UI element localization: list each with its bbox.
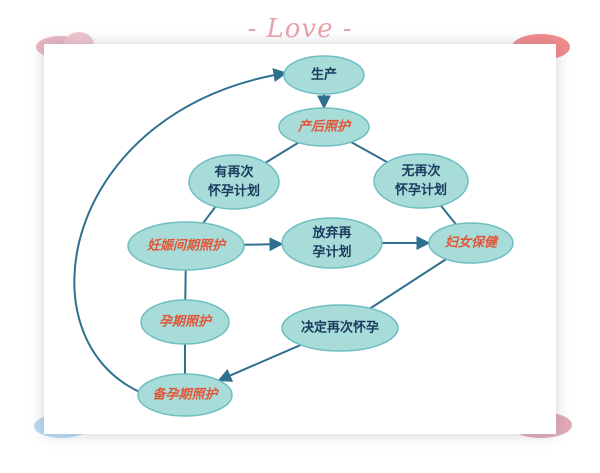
node-label-give_up: 放弃再 孕计划 xyxy=(312,226,352,260)
node-label-plan_again: 有再次 怀孕计划 xyxy=(207,165,261,199)
node-label-women_health: 妇女保健 xyxy=(444,235,498,251)
node-women_health xyxy=(428,222,514,264)
edge-interpregnancy-to-give_up xyxy=(243,237,284,252)
node-label-pregnancy_care: 孕期照护 xyxy=(158,314,212,330)
node-label-decide_again: 决定再次怀孕 xyxy=(300,320,380,336)
node-production xyxy=(283,55,365,95)
node-interpregnancy xyxy=(127,221,245,271)
node-plan_again xyxy=(188,154,280,210)
edge-postpartum-to-no_plan xyxy=(350,141,388,164)
node-pregnancy_care xyxy=(140,299,230,345)
edge-decide_again-to-preconception xyxy=(217,344,302,382)
edge-preconception-to-production xyxy=(73,68,288,394)
edge-no_plan-to-women_health xyxy=(439,204,457,225)
node-no_plan xyxy=(373,153,469,209)
node-label-postpartum: 产后照护 xyxy=(297,119,351,135)
edge-women_health-to-decide_again xyxy=(369,258,447,310)
node-postpartum xyxy=(278,107,370,147)
edge-postpartum-to-plan_again xyxy=(265,141,299,164)
node-give_up xyxy=(281,217,383,269)
node-label-production: 生产 xyxy=(310,67,338,83)
node-label-no_plan: 无再次 怀孕计划 xyxy=(394,164,448,198)
node-preconception xyxy=(137,373,233,417)
node-label-preconception: 备孕期照护 xyxy=(152,387,218,403)
node-decide_again xyxy=(281,304,399,352)
edge-plan_again-to-interpregnancy xyxy=(202,206,217,224)
node-label-interpregnancy: 妊娠间期照护 xyxy=(146,238,226,254)
love-decoration-text: - Love - xyxy=(247,14,353,44)
